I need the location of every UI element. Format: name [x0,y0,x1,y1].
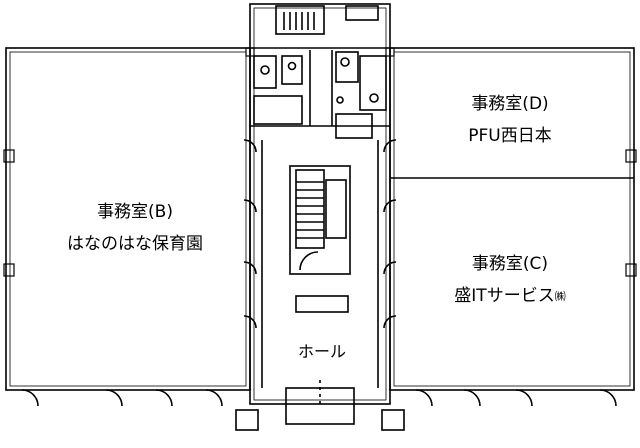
room-d-label: 事務室(D) PFU西日本 [400,88,620,152]
room-d-c-walls [389,47,635,391]
hall-name: ホール [297,342,346,361]
room-c-label: 事務室(C) 盛ITサービス㈱ [400,248,620,313]
hall-label: ホール [262,336,382,368]
room-c-name: 事務室(C) [471,254,549,274]
room-b-name: 事務室(B) [97,202,173,222]
top-stair [275,5,379,35]
room-c-tenant-main: 盛ITサービス [454,286,555,306]
room-d-name: 事務室(D) [471,94,549,114]
entrance [235,380,405,431]
room-c-tenant: 盛ITサービス㈱ [400,280,620,313]
core-walls [249,3,391,405]
door-swings [21,139,617,407]
stair-core [289,165,351,313]
room-b-tenant: はなのはな保育園 [67,234,203,254]
room-b-label: 事務室(B) はなのはな保育園 [30,196,240,260]
room-d-tenant: PFU西日本 [468,126,552,146]
room-c-tenant-suffix: ㈱ [554,290,566,303]
columns [3,47,637,277]
toilets [253,50,387,139]
